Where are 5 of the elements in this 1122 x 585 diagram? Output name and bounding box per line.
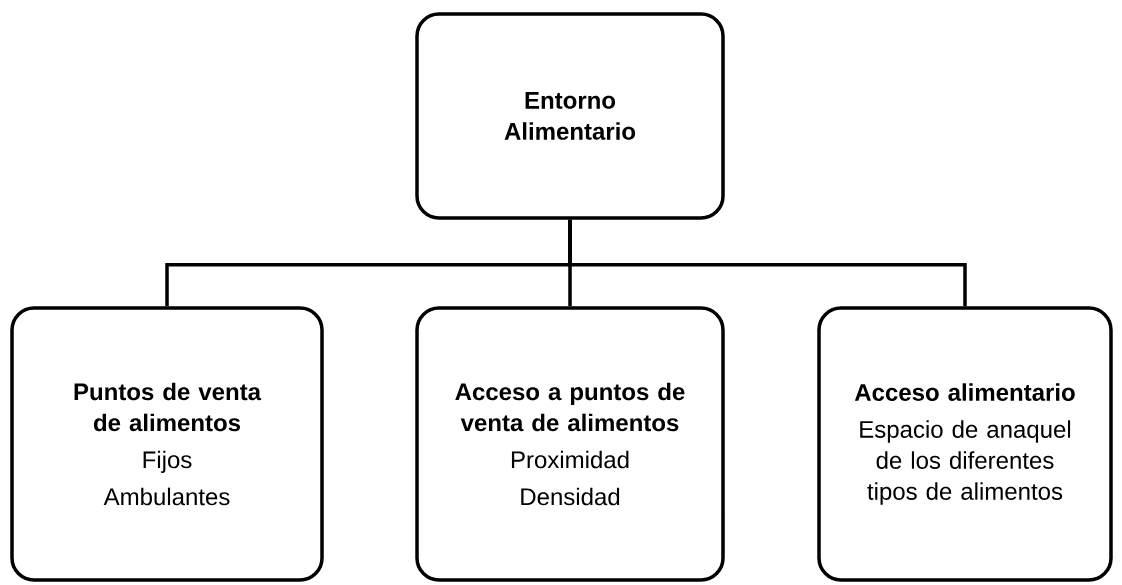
category-box: Puntos de venta de alimentos Fijos Ambulantes xyxy=(10,306,324,582)
category-box: Acceso a puntos de venta de alimentos Proximidad Densidad xyxy=(415,306,725,582)
category-box: Entorno Alimentario xyxy=(415,12,725,220)
connector-line xyxy=(568,219,967,307)
category-box: Acceso alimentario Espacio de anaquel de los diferentes tipos de alimentos xyxy=(817,306,1113,582)
